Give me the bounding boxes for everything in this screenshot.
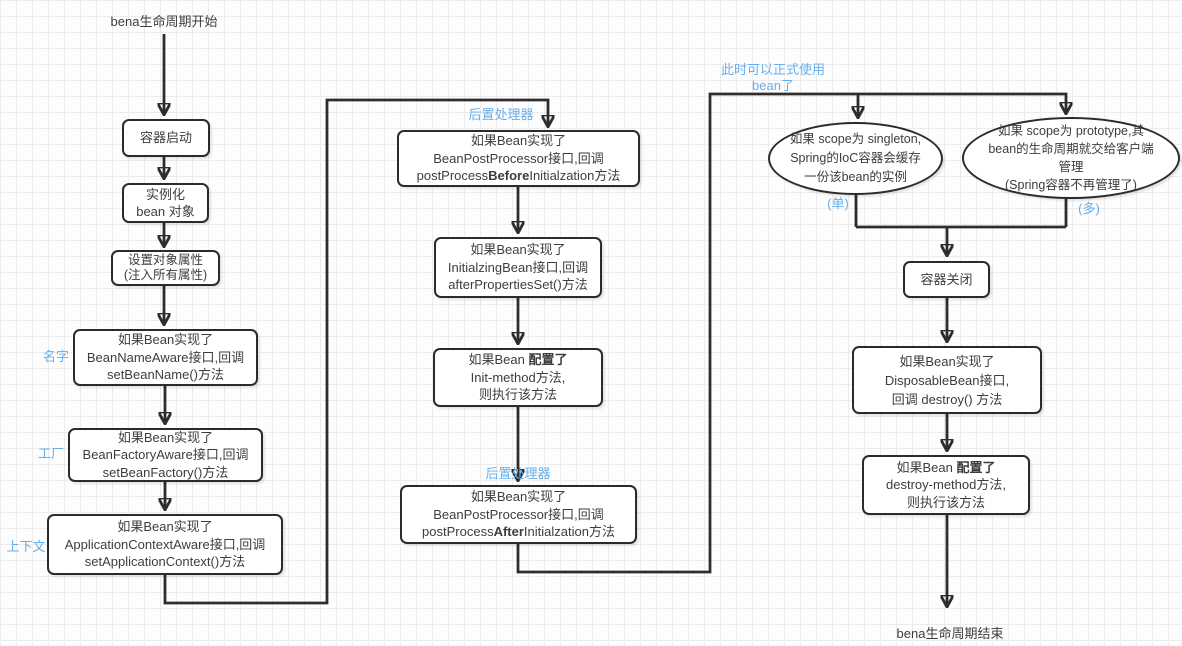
annotation-post-processor-top: 后置处理器 — [468, 107, 534, 122]
edge-app-context-to-post-before — [163, 98, 548, 605]
text-normal: Initialzation方法 — [529, 168, 621, 184]
node-line: BeanPostProcessor接口,回调 — [433, 150, 604, 166]
node-line: DisposableBean接口, — [884, 372, 1010, 388]
text-bold: Before — [488, 168, 530, 184]
node-line: 如果Bean实现了 — [117, 519, 213, 535]
node-line: 如果 scope为 prototype,其 — [998, 124, 1144, 138]
node-line: BeanPostProcessor接口,回调 — [433, 506, 604, 522]
node-line: 回调 destroy() 方法 — [891, 391, 1003, 407]
node-container-close: 容器关闭 — [903, 261, 990, 298]
node-line: 管理 — [1058, 160, 1084, 174]
node-line: 实例化 — [145, 186, 185, 202]
node-scope-prototype: 如果 scope为 prototype,其 bean的生命周期就交给客户端 管理… — [962, 117, 1180, 199]
node-line: 则执行该方法 — [906, 494, 985, 510]
node-line: setBeanName()方法 — [106, 367, 225, 383]
node-line: Init-method方法, — [470, 369, 566, 385]
node-bean-factory-aware: 如果Bean实现了 BeanFactoryAware接口,回调 setBeanF… — [68, 428, 263, 482]
node-line: 如果Bean实现了 — [899, 353, 995, 369]
node-line: 则执行该方法 — [478, 387, 557, 403]
node-line: 一份该bean的实例 — [804, 170, 907, 184]
annotation-name-tag: 名字 — [42, 349, 69, 364]
text-bold: 配置了 — [956, 459, 996, 475]
node-init-method: 如果Bean 配置了 Init-method方法, 则执行该方法 — [433, 348, 603, 407]
end-label: bena生命周期结束 — [896, 626, 1004, 641]
node-disposable-bean: 如果Bean实现了 DisposableBean接口, 回调 destroy()… — [852, 346, 1042, 414]
node-line: bean的生命周期就交给客户端 — [988, 142, 1154, 156]
node-line: BeanFactoryAware接口,回调 — [82, 447, 249, 463]
node-line: 设置对象属性 — [127, 252, 203, 267]
node-post-process-before: 如果Bean实现了 BeanPostProcessor接口,回调 postPro… — [397, 130, 640, 187]
text-normal: postProcess — [416, 168, 489, 184]
node-line: 如果Bean 配置了 — [469, 351, 568, 369]
node-instantiate-bean: 实例化 bean 对象 — [122, 183, 209, 223]
annotation-line: bean了 — [752, 78, 794, 93]
text-normal: 如果Bean — [468, 352, 529, 368]
node-line: setApplicationContext()方法 — [84, 554, 246, 570]
node-line: bean 对象 — [136, 204, 195, 219]
node-line: 如果Bean实现了 — [117, 332, 214, 348]
node-line: InitialzingBean接口,回调 — [447, 259, 589, 275]
annotation-post-processor-bottom: 后置处理器 — [485, 466, 551, 481]
node-post-process-after: 如果Bean实现了 BeanPostProcessor接口,回调 postPro… — [400, 485, 637, 544]
node-line: afterPropertiesSet()方法 — [448, 277, 588, 293]
node-bean-name-aware: 如果Bean实现了 BeanNameAware接口,回调 setBeanName… — [73, 329, 258, 386]
node-line: (注入所有属性) — [123, 268, 208, 282]
text-bold: After — [493, 524, 524, 540]
start-label: bena生命周期开始 — [110, 14, 218, 29]
node-destroy-method: 如果Bean 配置了 destroy-method方法, 则执行该方法 — [862, 455, 1030, 515]
annotation-line: 此时可以正式使用 — [720, 62, 825, 77]
node-line: BeanNameAware接口,回调 — [86, 349, 245, 365]
node-label: 容器启动 — [139, 130, 192, 146]
node-container-start: 容器启动 — [122, 119, 210, 157]
node-line: 如果Bean 配置了 — [897, 459, 996, 477]
text-normal: Initialzation方法 — [523, 524, 615, 540]
node-line: 如果Bean实现了 — [470, 489, 567, 505]
node-line: (Spring容器不再管理了) — [1005, 178, 1137, 192]
node-line: Spring的IoC容器会缓存 — [790, 151, 921, 165]
node-line: 如果 scope为 singleton, — [789, 132, 922, 146]
annotation-ready-note: 此时可以正式使用 bean了 — [703, 62, 843, 94]
annotation-single-tag: (单) — [827, 196, 849, 211]
node-scope-singleton: 如果 scope为 singleton, Spring的IoC容器会缓存 一份该… — [768, 122, 943, 195]
node-application-context-aware: 如果Bean实现了 ApplicationContextAware接口,回调 s… — [47, 514, 283, 575]
text-normal: 如果Bean — [896, 459, 957, 475]
annotation-factory-tag: 工厂 — [37, 446, 64, 461]
node-line: ApplicationContextAware接口,回调 — [64, 536, 266, 552]
node-label: 容器关闭 — [920, 271, 973, 287]
node-line: 如果Bean实现了 — [117, 429, 214, 445]
annotation-multi-tag: (多) — [1078, 201, 1100, 216]
node-line: setBeanFactory()方法 — [102, 464, 229, 480]
text-normal: postProcess — [422, 524, 494, 540]
node-line: postProcessAfterInitialzation方法 — [422, 523, 615, 541]
node-line: 如果Bean实现了 — [470, 133, 567, 149]
annotation-context-tag: 上下文 — [6, 539, 46, 554]
node-line: destroy-method方法, — [886, 477, 1006, 493]
node-line: postProcessBeforeInitialzation方法 — [417, 167, 621, 185]
node-set-properties: 设置对象属性 (注入所有属性) — [111, 250, 220, 286]
text-bold: 配置了 — [528, 352, 568, 368]
node-line: 如果Bean实现了 — [470, 242, 566, 258]
edge-post-after-to-prototype — [516, 92, 1066, 574]
node-initializing-bean: 如果Bean实现了 InitialzingBean接口,回调 afterProp… — [434, 237, 602, 298]
